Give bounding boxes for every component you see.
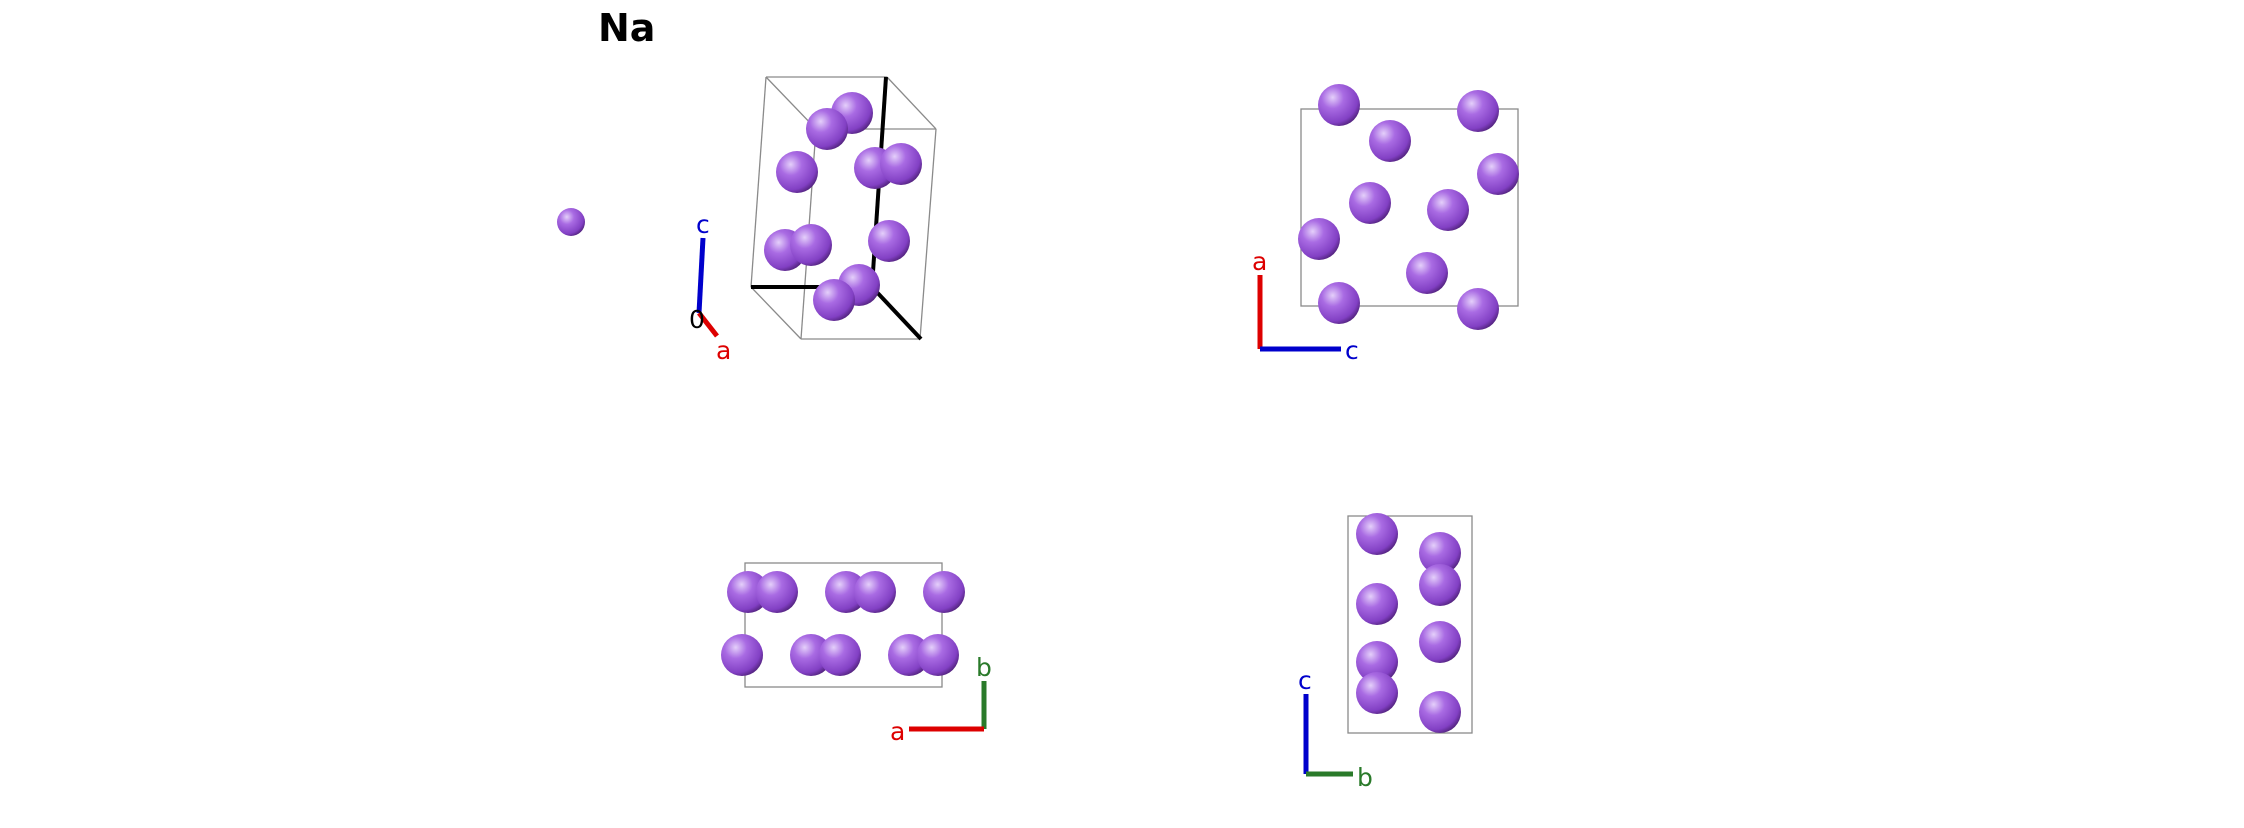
na-atom: [1369, 120, 1411, 162]
unit-cell-ac: [1300, 108, 1519, 307]
na-atom: [1419, 532, 1461, 574]
na-atom: [1477, 153, 1519, 195]
view-ac-projection: a c: [1252, 84, 1519, 365]
na-atom: [880, 143, 922, 185]
na-atom: [1318, 84, 1360, 126]
na-atom: [1457, 90, 1499, 132]
na-atom: [1419, 621, 1461, 663]
view-ab-projection: b a: [721, 562, 992, 746]
na-atom: [917, 634, 959, 676]
na-atom: [868, 220, 910, 262]
na-atom: [1318, 282, 1360, 324]
na-atom: [1457, 288, 1499, 330]
na-atom: [790, 224, 832, 266]
axis-label-a: a: [890, 717, 905, 746]
na-atom: [721, 634, 763, 676]
axis-label-c: c: [1345, 336, 1359, 365]
na-atom: [1356, 583, 1398, 625]
axes-gizmo-ac: a c: [1252, 247, 1359, 365]
na-atom: [1349, 182, 1391, 224]
na-atom: [1356, 513, 1398, 555]
na-atom: [1298, 218, 1340, 260]
axis-label-b: b: [1357, 763, 1373, 792]
na-atom: [1427, 189, 1469, 231]
na-atom: [854, 571, 896, 613]
axes-gizmo-cb: c b: [1298, 666, 1373, 792]
na-atom: [825, 571, 867, 613]
na-atom: [776, 151, 818, 193]
na-atom: [888, 634, 930, 676]
na-atom: [557, 208, 585, 236]
axis-label-origin: 0: [689, 305, 705, 334]
na-atom: [1356, 641, 1398, 683]
view-cb-projection: c b: [1298, 513, 1473, 792]
na-atom: [756, 571, 798, 613]
na-atom: [1419, 691, 1461, 733]
na-atom: [806, 108, 848, 150]
view-perspective: c 0 a: [557, 76, 937, 365]
axis-label-c: c: [1298, 666, 1312, 695]
na-atom: [813, 279, 855, 321]
axes-gizmo-ab: b a: [890, 653, 992, 746]
na-atom: [923, 571, 965, 613]
na-atom: [1406, 252, 1448, 294]
na-atom: [1356, 672, 1398, 714]
structure-title: Na: [598, 6, 656, 50]
na-atom: [819, 634, 861, 676]
na-atom: [727, 571, 769, 613]
axis-label-a: a: [716, 336, 731, 365]
na-atom: [1419, 564, 1461, 606]
unit-cell-ab: [744, 562, 943, 688]
unit-cell-cb: [1347, 515, 1473, 734]
axis-label-a: a: [1252, 247, 1267, 276]
atoms-cb: [1356, 513, 1461, 733]
atoms-ab: [721, 571, 965, 676]
atoms-ac: [1298, 84, 1519, 330]
na-atom: [790, 634, 832, 676]
axis-label-b: b: [976, 653, 992, 682]
axes-gizmo-perspective: c 0 a: [689, 210, 731, 365]
axis-label-c: c: [696, 210, 710, 239]
atoms-perspective: [557, 92, 922, 321]
